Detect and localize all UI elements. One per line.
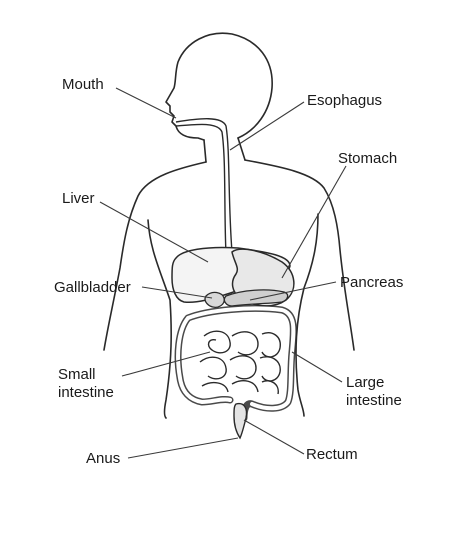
left-torso bbox=[147, 219, 172, 419]
esophagus-organ bbox=[175, 118, 233, 253]
label-stomach: Stomach bbox=[338, 150, 398, 167]
leader-pancreas bbox=[249, 281, 337, 301]
label-small-intestine-line2: intestine bbox=[58, 384, 114, 401]
label-anus: Anus bbox=[86, 450, 121, 467]
leader-anus bbox=[127, 437, 239, 459]
head-outline bbox=[165, 32, 273, 141]
label-liver: Liver bbox=[62, 190, 95, 207]
rectum-organ bbox=[233, 402, 248, 440]
leader-small-intestine bbox=[121, 351, 211, 377]
neck-back bbox=[237, 137, 246, 161]
right-torso bbox=[295, 213, 319, 417]
leader-mouth bbox=[115, 87, 177, 119]
small-intestine-organ bbox=[199, 330, 281, 395]
pancreas-organ bbox=[223, 289, 289, 307]
label-esophagus: Esophagus bbox=[307, 92, 383, 109]
gallbladder-organ bbox=[204, 291, 225, 308]
label-mouth: Mouth bbox=[62, 76, 104, 93]
leader-large-intestine bbox=[291, 351, 343, 383]
leader-stomach bbox=[281, 165, 347, 279]
label-small-intestine-line1: Small bbox=[58, 366, 96, 383]
leader-esophagus bbox=[229, 101, 305, 151]
label-pancreas: Pancreas bbox=[340, 274, 404, 291]
label-gallbladder: Gallbladder bbox=[54, 279, 131, 296]
leader-rectum bbox=[243, 419, 305, 455]
right-shoulder bbox=[244, 159, 355, 351]
label-large-intestine-line2: intestine bbox=[346, 392, 402, 409]
neck-front bbox=[203, 139, 207, 163]
label-small-intestine: Small intestine bbox=[58, 366, 114, 402]
leader-gallbladder bbox=[141, 286, 213, 299]
label-rectum: Rectum bbox=[306, 446, 358, 463]
label-large-intestine-line1: Large bbox=[346, 374, 385, 391]
leader-liver bbox=[99, 201, 209, 263]
left-shoulder bbox=[103, 161, 207, 351]
label-large-intestine: Large intestine bbox=[346, 374, 402, 410]
